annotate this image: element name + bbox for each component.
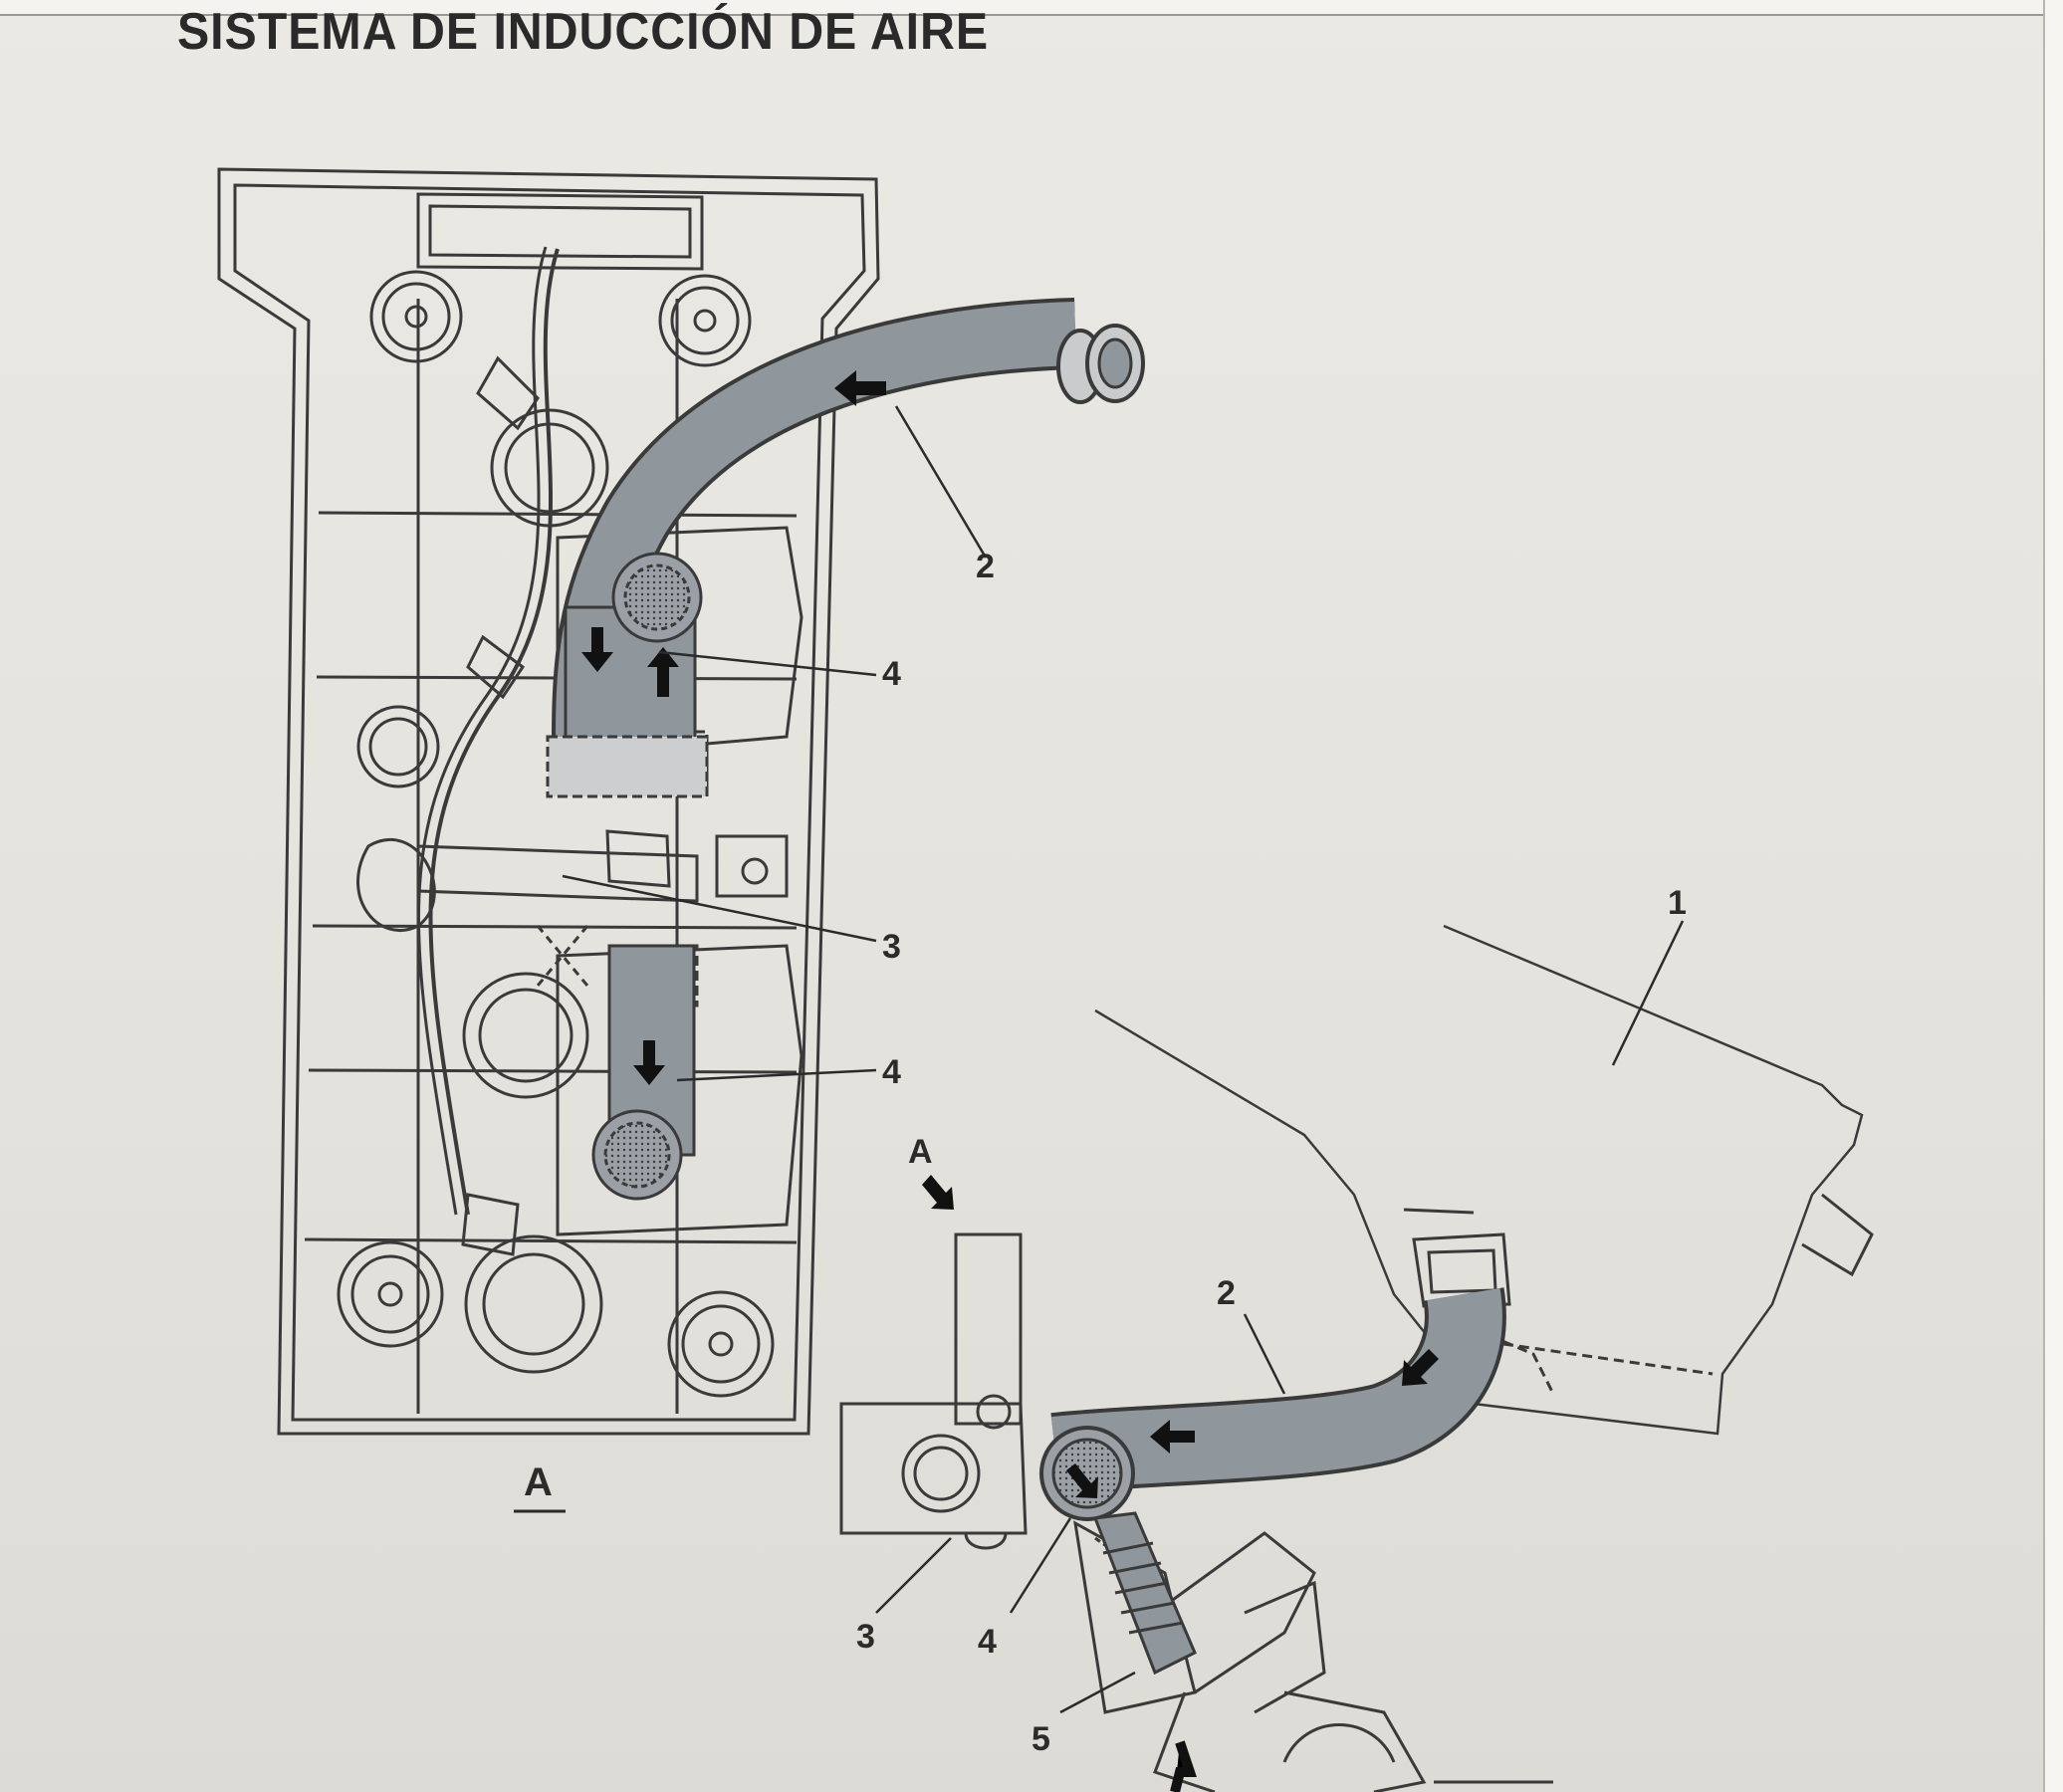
air-hose-side [1039, 1287, 1506, 1792]
callout-2-bottom: 2 [1217, 1274, 1236, 1312]
page-title: SISTEMA DE INDUCCIÓN DE AIRE [177, 3, 990, 61]
view-label: A [524, 1460, 553, 1504]
leader-lines-side-view [875, 920, 1685, 1714]
callout-4-bottom: 4 [978, 1623, 997, 1661]
callout-3-top: 3 [882, 928, 901, 966]
side-view-engine [839, 924, 1874, 1792]
callout-3-bottom: 3 [856, 1618, 875, 1656]
callout-4-upper: 4 [882, 655, 901, 693]
view-a-arrow [922, 1175, 954, 1210]
leader-lines-view-a [562, 405, 988, 1082]
callout-4-lower: 4 [882, 1053, 901, 1091]
reed-valve-hoses [546, 552, 709, 1201]
callout-2-top: 2 [976, 548, 995, 585]
callout-1: 1 [1668, 884, 1687, 922]
page-edge [2043, 0, 2063, 1792]
view-a-arrow-label: A [908, 1133, 933, 1171]
callout-5: 5 [1032, 1720, 1050, 1758]
top-rule [0, 0, 2063, 16]
